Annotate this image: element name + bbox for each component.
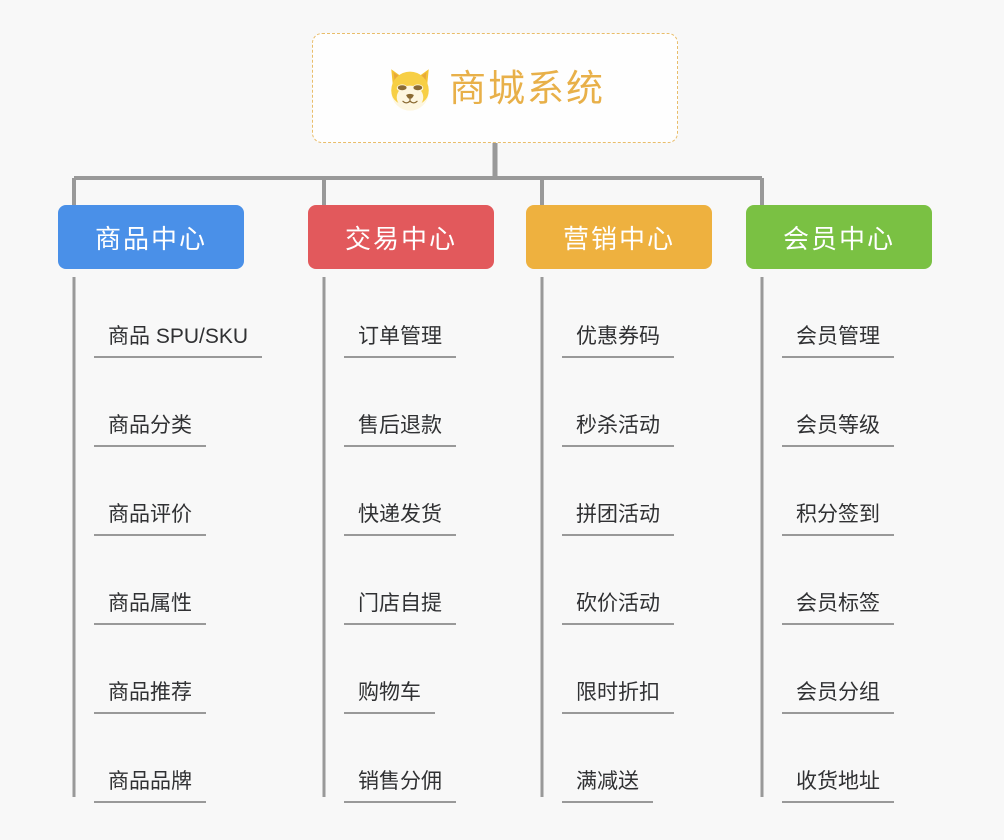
column-3: 营销中心优惠券码秒杀活动拼团活动砍价活动限时折扣满减送 bbox=[526, 205, 712, 803]
leaf-item-label: 秒杀活动 bbox=[562, 415, 674, 447]
leaf-item-label: 门店自提 bbox=[344, 593, 456, 625]
leaf-item[interactable]: 限时折扣 bbox=[526, 625, 712, 714]
leaf-item[interactable]: 订单管理 bbox=[308, 269, 494, 358]
leaf-item-label: 商品评价 bbox=[94, 504, 206, 536]
leaf-item[interactable]: 商品 SPU/SKU bbox=[58, 269, 263, 358]
leaf-item[interactable]: 售后退款 bbox=[308, 358, 494, 447]
leaf-item[interactable]: 满减送 bbox=[526, 714, 712, 803]
column-4: 会员中心会员管理会员等级积分签到会员标签会员分组收货地址 bbox=[746, 205, 932, 803]
leaf-item-label: 会员标签 bbox=[782, 593, 894, 625]
leaf-item[interactable]: 购物车 bbox=[308, 625, 494, 714]
column-2: 交易中心订单管理售后退款快递发货门店自提购物车销售分佣 bbox=[308, 205, 494, 803]
leaf-item[interactable]: 拼团活动 bbox=[526, 447, 712, 536]
root-node[interactable]: 商城系统 bbox=[312, 33, 678, 143]
column-items: 会员管理会员等级积分签到会员标签会员分组收货地址 bbox=[746, 269, 932, 803]
leaf-item[interactable]: 销售分佣 bbox=[308, 714, 494, 803]
leaf-item[interactable]: 秒杀活动 bbox=[526, 358, 712, 447]
column-items: 优惠券码秒杀活动拼团活动砍价活动限时折扣满减送 bbox=[526, 269, 712, 803]
leaf-item-label: 优惠券码 bbox=[562, 326, 674, 358]
leaf-item-label: 收货地址 bbox=[782, 771, 894, 803]
leaf-item-label: 会员等级 bbox=[782, 415, 894, 447]
column-header-4[interactable]: 会员中心 bbox=[746, 205, 932, 269]
leaf-item-label: 会员管理 bbox=[782, 326, 894, 358]
leaf-item[interactable]: 会员管理 bbox=[746, 269, 932, 358]
leaf-item-label: 销售分佣 bbox=[344, 771, 456, 803]
leaf-item-label: 商品品牌 bbox=[94, 771, 206, 803]
leaf-item[interactable]: 商品推荐 bbox=[58, 625, 244, 714]
leaf-item-label: 满减送 bbox=[562, 771, 653, 803]
leaf-item-label: 商品分类 bbox=[94, 415, 206, 447]
leaf-item[interactable]: 门店自提 bbox=[308, 536, 494, 625]
leaf-item[interactable]: 商品评价 bbox=[58, 447, 244, 536]
leaf-item-label: 商品推荐 bbox=[94, 682, 206, 714]
shiba-dog-icon bbox=[391, 69, 429, 111]
leaf-item[interactable]: 会员标签 bbox=[746, 536, 932, 625]
leaf-item-label: 购物车 bbox=[344, 682, 435, 714]
leaf-item-label: 订单管理 bbox=[344, 326, 456, 358]
leaf-item-label: 商品 SPU/SKU bbox=[94, 326, 263, 358]
leaf-item[interactable]: 商品属性 bbox=[58, 536, 244, 625]
leaf-item[interactable]: 砍价活动 bbox=[526, 536, 712, 625]
leaf-item-label: 商品属性 bbox=[94, 593, 206, 625]
leaf-item[interactable]: 优惠券码 bbox=[526, 269, 712, 358]
leaf-item[interactable]: 收货地址 bbox=[746, 714, 932, 803]
leaf-item-label: 砍价活动 bbox=[562, 593, 674, 625]
leaf-item[interactable]: 积分签到 bbox=[746, 447, 932, 536]
leaf-item-label: 会员分组 bbox=[782, 682, 894, 714]
column-1: 商品中心商品 SPU/SKU 商品分类商品评价商品属性商品推荐商品品牌 bbox=[58, 205, 263, 803]
leaf-item[interactable]: 会员分组 bbox=[746, 625, 932, 714]
column-items: 商品 SPU/SKU 商品分类商品评价商品属性商品推荐商品品牌 bbox=[58, 269, 263, 803]
leaf-item-label: 快递发货 bbox=[344, 504, 456, 536]
leaf-item[interactable]: 会员等级 bbox=[746, 358, 932, 447]
leaf-item-label: 拼团活动 bbox=[562, 504, 674, 536]
leaf-item-label: 售后退款 bbox=[344, 415, 456, 447]
leaf-item-label: 限时折扣 bbox=[562, 682, 674, 714]
leaf-item[interactable]: 商品分类 bbox=[58, 358, 244, 447]
column-header-1[interactable]: 商品中心 bbox=[58, 205, 244, 269]
column-header-3[interactable]: 营销中心 bbox=[526, 205, 712, 269]
column-header-2[interactable]: 交易中心 bbox=[308, 205, 494, 269]
column-items: 订单管理售后退款快递发货门店自提购物车销售分佣 bbox=[308, 269, 494, 803]
leaf-item-label: 积分签到 bbox=[782, 504, 894, 536]
leaf-item[interactable]: 快递发货 bbox=[308, 447, 494, 536]
root-title: 商城系统 bbox=[449, 67, 605, 109]
leaf-item[interactable]: 商品品牌 bbox=[58, 714, 244, 803]
